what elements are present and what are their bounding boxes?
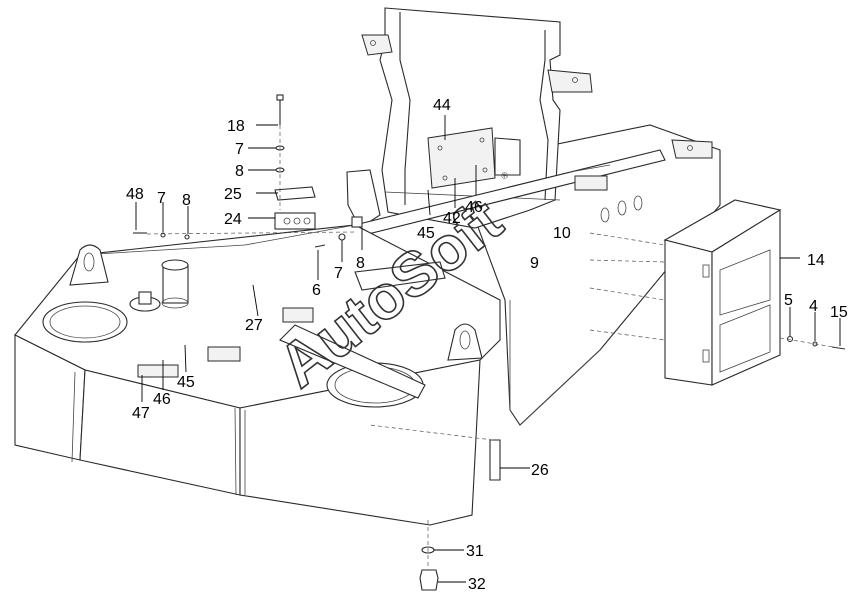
callout-47: 47 (132, 405, 150, 422)
callout-45: 45 (417, 225, 435, 242)
assembly-lines (146, 125, 846, 570)
bolt-6 (314, 244, 326, 248)
lifting-lug-right (447, 323, 483, 361)
diagonal-strap (279, 324, 426, 399)
washer-8b (184, 234, 190, 240)
callout-14: 14 (807, 252, 825, 269)
callout-32: 32 (468, 576, 486, 593)
callout-25: 25 (224, 186, 242, 203)
callout-45: 45 (177, 374, 195, 391)
callout-18: 18 (227, 118, 245, 135)
callout-24: 24 (224, 211, 242, 228)
callout-44: 44 (433, 97, 451, 114)
control-box-14 (663, 199, 782, 386)
lifting-lug-left (69, 244, 109, 286)
bracket-47 (137, 364, 179, 378)
callout-8: 8 (182, 192, 191, 209)
callout-7: 7 (157, 190, 166, 207)
callout-8: 8 (235, 163, 244, 180)
bolt-18 (276, 94, 284, 125)
filler-neck (161, 259, 189, 309)
sender-flange (129, 291, 161, 312)
callout-8: 8 (356, 255, 365, 272)
callout-10: 10 (553, 225, 571, 242)
callout-27: 27 (245, 317, 263, 334)
callout-42: 42 (443, 210, 461, 227)
plate-9 (354, 261, 446, 291)
callout-5: 5 (784, 292, 793, 309)
callout-7: 7 (334, 265, 343, 282)
clamp-block-24 (274, 212, 316, 230)
plate-44 (427, 127, 521, 189)
block-pad-2 (207, 346, 241, 362)
callout-46: 46 (465, 199, 483, 216)
callout-6: 6 (312, 282, 321, 299)
callout-31: 31 (466, 543, 484, 560)
callout-46: 46 (153, 391, 171, 408)
watermark-registered-mark: ® (499, 169, 511, 181)
callout-leaders (135, 115, 841, 583)
block-pad (282, 307, 314, 323)
plate-25 (274, 186, 316, 201)
callout-7: 7 (235, 141, 244, 158)
washer-5 (786, 335, 794, 343)
nut-8c (351, 216, 363, 228)
callout-48: 48 (126, 186, 144, 203)
washer-7c (338, 233, 346, 241)
foot-32 (419, 569, 439, 591)
callout-9: 9 (530, 255, 539, 272)
callout-4: 4 (809, 298, 818, 315)
callout-15: 15 (830, 304, 848, 321)
access-cover-left (42, 301, 128, 343)
bracket-26 (489, 439, 501, 481)
callout-labels: 44 18 7 8 25 24 48 7 8 45 42 46 10 9 14 … (126, 97, 848, 593)
callout-26: 26 (531, 462, 549, 479)
